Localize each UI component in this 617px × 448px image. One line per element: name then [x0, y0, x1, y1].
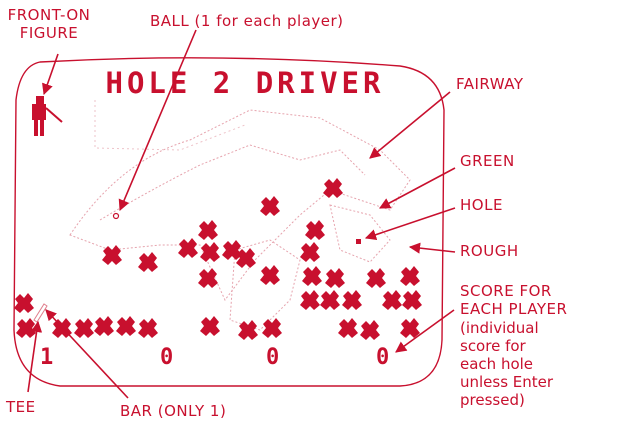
tree-icon — [320, 290, 340, 310]
fairway-box — [95, 100, 245, 150]
fairway-inner — [100, 145, 365, 220]
fairway-outline — [70, 110, 410, 300]
tree-icon — [360, 320, 380, 340]
tree-icon — [400, 318, 420, 338]
player-score: 0 — [266, 345, 279, 370]
tree-icon — [14, 293, 34, 313]
tee-label: TEE — [6, 398, 36, 416]
tree-icon — [222, 240, 242, 260]
tree-icon — [400, 266, 420, 286]
front-on-figure-label-line: FIGURE — [4, 24, 94, 42]
hole-icon — [356, 239, 361, 244]
front-on-figure-label: FRONT-ON FIGURE — [4, 6, 94, 42]
arrow-rough — [410, 247, 455, 252]
trees — [14, 178, 422, 340]
tree-icon — [178, 238, 198, 258]
tree-icon — [323, 178, 343, 198]
arrow-ball — [120, 30, 196, 210]
score-note: (individual score for each hole unless E… — [460, 319, 553, 409]
arrow-hole — [366, 208, 455, 238]
tree-icon — [382, 290, 402, 310]
front-on-figure-label-line: FRONT-ON — [4, 6, 94, 24]
score-note-line: score for — [460, 337, 553, 355]
golfer-figure-icon — [32, 96, 62, 136]
fairway-label: FAIRWAY — [456, 75, 524, 93]
score-label: SCORE FOR EACH PLAYER — [460, 282, 567, 318]
tree-icon — [94, 316, 114, 336]
tree-icon — [236, 248, 256, 268]
arrow-fairway — [370, 92, 450, 158]
tree-icon — [305, 220, 325, 240]
score-label-line: EACH PLAYER — [460, 300, 567, 318]
hole-title: HOLE 2 DRIVER — [106, 66, 385, 100]
tree-icon — [300, 242, 320, 262]
tree-icon — [300, 290, 320, 310]
score-note-line: each hole — [460, 355, 553, 373]
tree-icon — [262, 318, 282, 338]
tv-screen-outline — [14, 58, 444, 386]
tree-icon — [138, 318, 158, 338]
tree-icon — [402, 290, 422, 310]
tee-icon — [34, 304, 47, 322]
hole-label: HOLE — [460, 196, 503, 214]
tree-icon — [366, 268, 386, 288]
tree-icon — [138, 252, 158, 272]
score-note-line: pressed) — [460, 391, 553, 409]
arrow-front-on-figure — [44, 54, 58, 94]
tree-icon — [342, 290, 362, 310]
tree-icon — [338, 318, 358, 338]
score-label-line: SCORE FOR — [460, 282, 567, 300]
tree-icon — [116, 316, 136, 336]
bar-label: BAR (ONLY 1) — [120, 402, 226, 420]
tree-icon — [302, 266, 322, 286]
green-label: GREEN — [460, 152, 515, 170]
tree-icon — [74, 318, 94, 338]
ball-icon — [114, 214, 119, 219]
ball-label: BALL (1 for each player) — [150, 12, 344, 30]
tree-icon — [238, 320, 258, 340]
score-note-line: unless Enter — [460, 373, 553, 391]
player-score: 1 — [40, 345, 53, 370]
tree-icon — [325, 268, 345, 288]
tree-icon — [16, 318, 36, 338]
tree-icon — [260, 265, 280, 285]
tree-icon — [200, 316, 220, 336]
score-note-line: (individual — [460, 319, 553, 337]
rough-label: ROUGH — [460, 242, 519, 260]
player-score: 0 — [376, 345, 389, 370]
player-score: 0 — [160, 345, 173, 370]
tree-icon — [260, 196, 280, 216]
tree-icon — [198, 220, 218, 240]
